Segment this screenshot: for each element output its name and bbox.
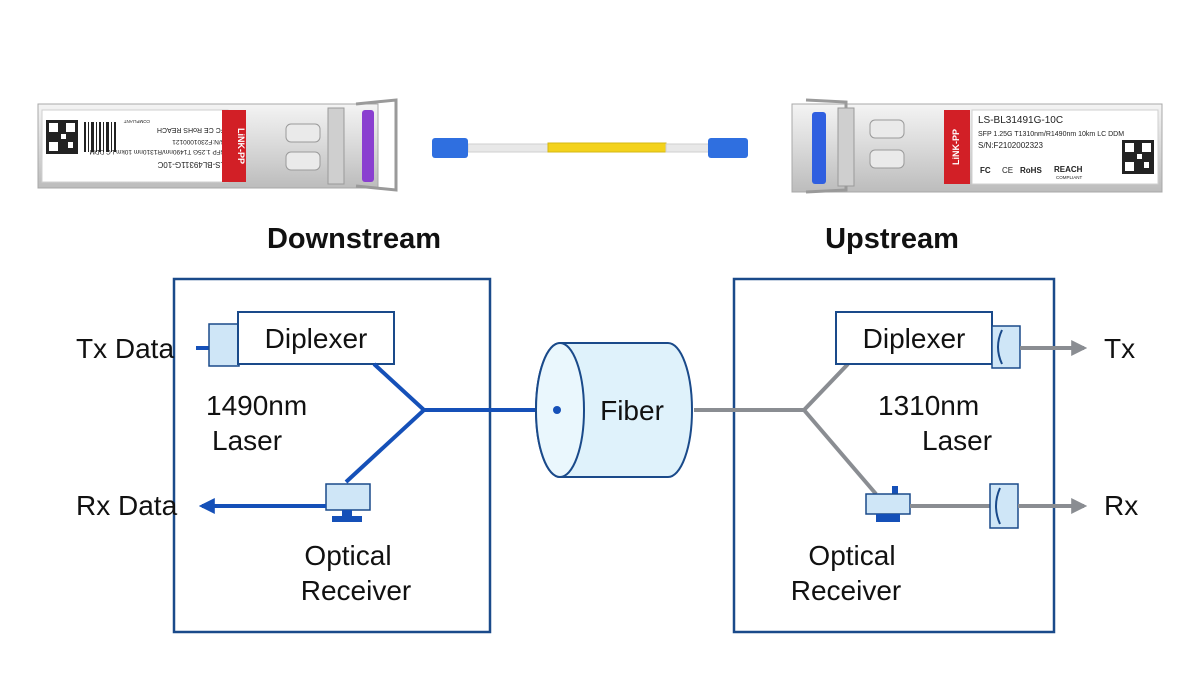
left-module-spec: SFP 1.25G T1490nm/R1310nm 10km LC DDM bbox=[89, 148, 225, 155]
upstream-tx-label: Tx bbox=[1104, 333, 1135, 364]
right-module-serial: S/N:F2102002323 bbox=[978, 141, 1043, 150]
upstream-laser-label: Laser bbox=[922, 425, 992, 456]
upstream-rx-lens-icon bbox=[989, 483, 1019, 529]
upstream-laser-icon bbox=[991, 325, 1021, 369]
upstream-diplexer-label: Diplexer bbox=[863, 323, 966, 354]
downstream-box bbox=[172, 277, 492, 634]
left-module-serial: S/N:F2301000121 bbox=[172, 138, 225, 145]
downstream-tx-path bbox=[372, 362, 556, 412]
left-brand-logo: LiNK-PP bbox=[236, 128, 246, 164]
upstream-rx-path bbox=[802, 408, 878, 496]
right-module-compliant: COMPLIANT bbox=[1056, 175, 1083, 180]
left-purple-latch bbox=[362, 110, 374, 182]
left-sfp-module: LS-BL49311G-10C SFP 1.25G T1490nm/R1310n… bbox=[37, 98, 398, 192]
upstream-receiver-line1: Optical bbox=[808, 540, 895, 571]
downstream-diplexer-label: Diplexer bbox=[265, 323, 368, 354]
fiber-patch-cable bbox=[432, 138, 748, 158]
rohs-mark: RoHS bbox=[1020, 166, 1042, 175]
left-module-marks: FC CE RoHS REACH bbox=[157, 126, 225, 133]
right-brand-logo: LiNK-PP bbox=[951, 129, 961, 165]
downstream-optical-receiver-icon bbox=[325, 483, 371, 522]
upstream-panel: Diplexer 1310nm Laser Optical Receiver bbox=[694, 277, 1088, 634]
downstream-diplexer-box bbox=[237, 311, 395, 365]
fiber-cylinder: Fiber bbox=[535, 342, 693, 478]
tx-data-label: Tx Data bbox=[76, 333, 174, 364]
downstream-laser-label: Laser bbox=[212, 425, 282, 456]
upstream-heading: Upstream bbox=[825, 223, 959, 255]
downstream-receiver-line2: Receiver bbox=[301, 575, 411, 606]
downstream-heading: Downstream bbox=[267, 223, 441, 255]
right-sfp-module: LiNK-PP LS-BL31491G-10C SFP 1.25G T1310n… bbox=[791, 98, 1163, 194]
fiber-label: Fiber bbox=[600, 395, 664, 426]
downstream-rx-path bbox=[344, 408, 426, 484]
rx-data-label: Rx Data bbox=[76, 490, 178, 521]
lc-connector-right bbox=[708, 138, 748, 158]
fc-mark: FC bbox=[980, 166, 991, 175]
left-brand-stripe bbox=[222, 110, 246, 182]
downstream-panel: Diplexer 1490nm Laser Optical Receiver bbox=[172, 277, 556, 634]
upstream-laser-wavelength: 1310nm bbox=[878, 390, 979, 421]
downstream-laser-wavelength: 1490nm bbox=[206, 390, 307, 421]
downstream-laser-icon bbox=[208, 323, 240, 367]
right-module-spec: SFP 1.25G T1310nm/R1490nm 10km LC DDM bbox=[978, 131, 1124, 138]
right-brand-stripe bbox=[944, 110, 970, 184]
reach-mark: REACH bbox=[1054, 165, 1083, 174]
right-blue-latch bbox=[812, 112, 826, 184]
left-module-model: LS-BL49311G-10C bbox=[157, 160, 225, 169]
left-module-compliant: COMPLIANT bbox=[123, 119, 150, 124]
lc-connector-left bbox=[432, 138, 468, 158]
upstream-receiver-line2: Receiver bbox=[791, 575, 901, 606]
upstream-tx-path bbox=[694, 362, 850, 412]
right-module-model: LS-BL31491G-10C bbox=[978, 115, 1063, 126]
downstream-receiver-line1: Optical bbox=[304, 540, 391, 571]
ce-mark: CE bbox=[1002, 166, 1013, 175]
left-barcode bbox=[84, 122, 116, 152]
right-qr-code bbox=[1122, 140, 1154, 174]
left-qr-code bbox=[46, 120, 78, 154]
upstream-rx-label: Rx bbox=[1104, 490, 1138, 521]
upstream-box bbox=[732, 277, 1056, 634]
